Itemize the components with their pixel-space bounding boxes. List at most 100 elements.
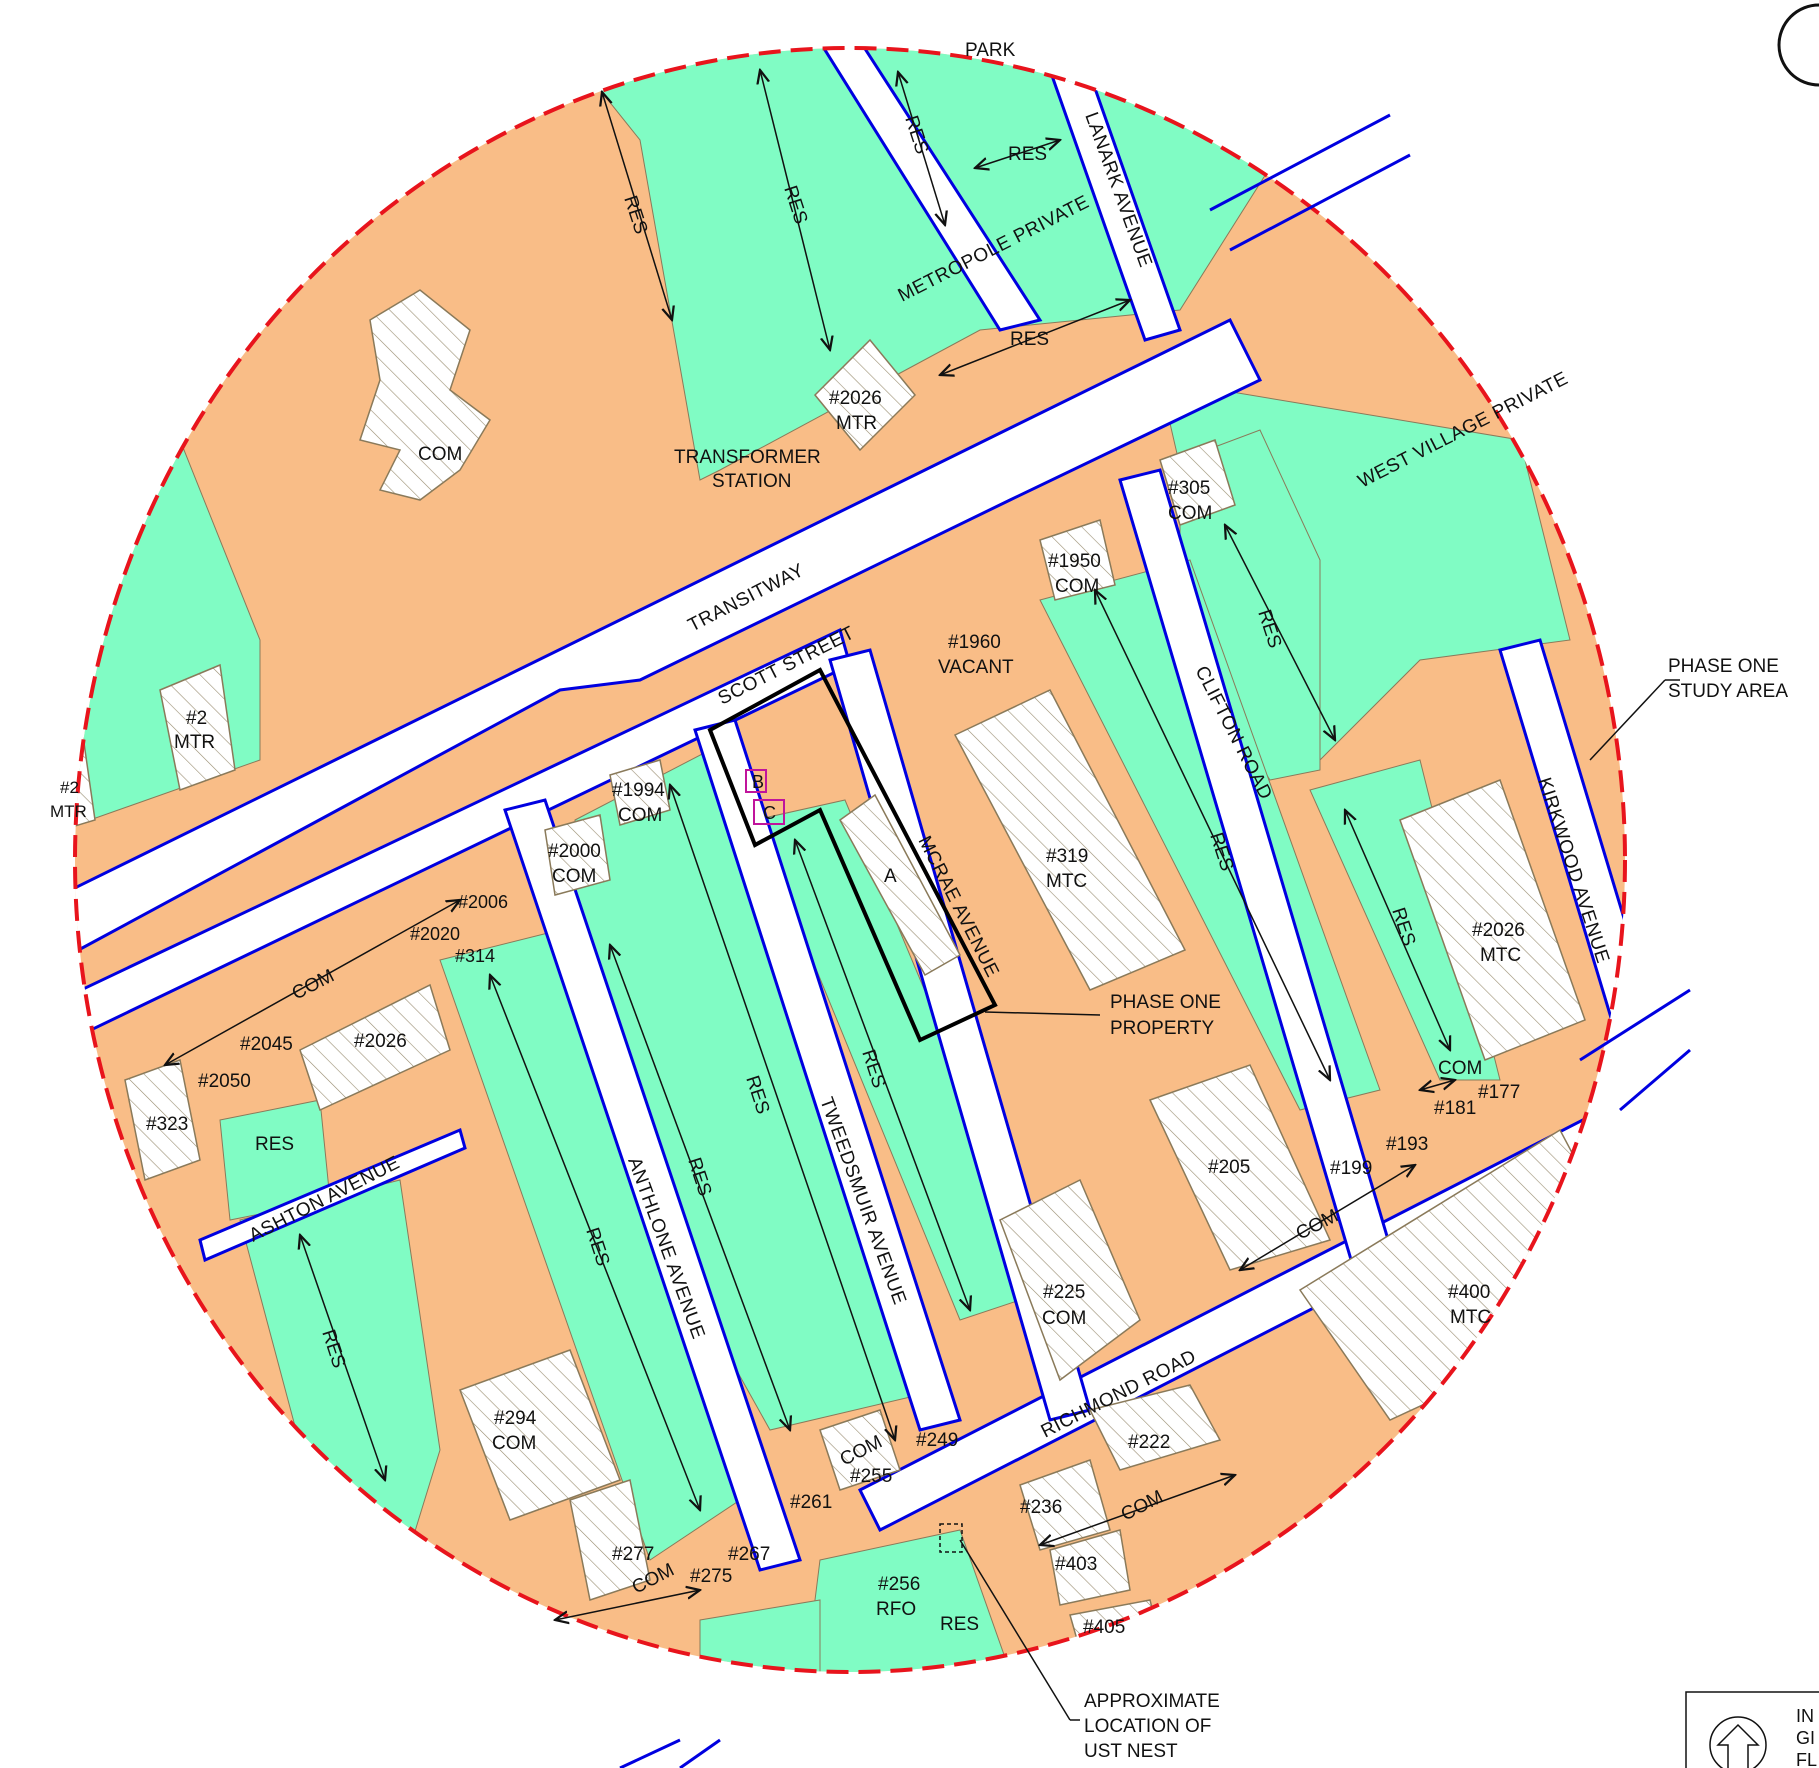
res-label: RES xyxy=(255,1134,294,1155)
address-267: #267 xyxy=(728,1544,770,1565)
address-1994: #1994 xyxy=(612,780,665,801)
station-label: STATION xyxy=(712,471,792,492)
address-222: #222 xyxy=(1128,1432,1170,1453)
apec-b-label: B xyxy=(752,772,764,792)
com-label: COM xyxy=(492,1433,536,1454)
legend-text: IN xyxy=(1796,1706,1814,1726)
ust-leader xyxy=(959,1539,1071,1721)
building-305 xyxy=(1159,439,1236,526)
address-277: #277 xyxy=(612,1544,654,1565)
address-1960: #1960 xyxy=(948,632,1001,653)
address-177: #177 xyxy=(1478,1082,1520,1103)
res-label: RES xyxy=(1010,329,1049,350)
com-label: COM xyxy=(1055,576,1099,597)
address-403: #403 xyxy=(1055,1554,1097,1575)
address-2006: #2006 xyxy=(458,892,508,912)
legend-box: IN GI FL xyxy=(1685,1691,1819,1768)
building-1950 xyxy=(1039,519,1116,601)
address-2-west: #2 xyxy=(60,778,79,797)
com-label: COM xyxy=(1168,503,1212,524)
address-199: #199 xyxy=(1330,1158,1372,1179)
up-arrow-icon xyxy=(1709,1716,1767,1768)
com-label: COM xyxy=(1042,1308,1086,1329)
address-2: #2 xyxy=(186,708,207,729)
mtr-label: MTR xyxy=(174,732,215,753)
address-319: #319 xyxy=(1046,846,1088,867)
com-label: COM xyxy=(552,866,596,887)
com-label: COM xyxy=(618,805,662,826)
address-275: #275 xyxy=(690,1566,732,1587)
mtc-label: MTC xyxy=(1480,945,1521,966)
apec-c-label: C xyxy=(763,803,776,823)
legend-text: GI xyxy=(1796,1728,1815,1748)
building-2026-mtr xyxy=(813,338,917,452)
ust-note: LOCATION OF xyxy=(1084,1716,1211,1737)
address-2026-mtc: #2026 xyxy=(1472,920,1525,941)
address-294: #294 xyxy=(494,1408,537,1429)
mtr-label: MTR xyxy=(836,413,877,434)
address-193: #193 xyxy=(1386,1134,1428,1155)
kirkwood-road xyxy=(1498,638,1625,1182)
address-2026: #2026 xyxy=(829,388,882,409)
legend-text: FL xyxy=(1796,1750,1817,1768)
property-leader xyxy=(984,1011,1101,1016)
address-261: #261 xyxy=(790,1492,832,1513)
address-405: #405 xyxy=(1083,1617,1125,1638)
address-314: #314 xyxy=(455,946,495,966)
address-2050: #2050 xyxy=(198,1071,251,1092)
address-305: #305 xyxy=(1168,478,1210,499)
address-2026-west: #2026 xyxy=(354,1031,407,1052)
building-2-mtr-a xyxy=(159,663,236,792)
study-area-note: PHASE ONE xyxy=(1668,656,1779,677)
address-255: #255 xyxy=(850,1466,892,1487)
callout-notes: PHASE ONE STUDY AREA PHASE ONE PROPERTY … xyxy=(1084,656,1788,1762)
leader-lines xyxy=(939,679,1680,1721)
building-com-large xyxy=(359,289,491,501)
address-400: #400 xyxy=(1448,1282,1490,1303)
mtr-label-west: MTR xyxy=(50,802,87,821)
res-label: RES xyxy=(1008,144,1047,165)
mtc-label: MTC xyxy=(1450,1307,1491,1328)
address-323: #323 xyxy=(146,1114,188,1135)
property-note: PHASE ONE xyxy=(1110,992,1221,1013)
address-249: #249 xyxy=(916,1430,958,1451)
address-181: #181 xyxy=(1434,1098,1476,1119)
ust-nest-marker xyxy=(939,1523,963,1553)
north-arrow-icon xyxy=(1777,3,1819,87)
transformer-label: TRANSFORMER xyxy=(674,447,821,468)
res-arrows xyxy=(165,70,1455,1620)
building-225 xyxy=(999,1178,1141,1382)
address-2020: #2020 xyxy=(410,924,460,944)
mtc-label: MTC xyxy=(1046,871,1087,892)
address-2045: #2045 xyxy=(240,1034,293,1055)
transitway-road xyxy=(75,317,1263,963)
study-area-leader xyxy=(1589,679,1666,761)
address-225: #225 xyxy=(1043,1282,1085,1303)
address-2000: #2000 xyxy=(548,841,601,862)
apec-a-label: A xyxy=(884,866,897,887)
study-area-note: STUDY AREA xyxy=(1668,681,1788,702)
building-222 xyxy=(1088,1384,1222,1471)
com-label: COM xyxy=(1438,1058,1482,1079)
res-zone-south-tip xyxy=(699,1599,821,1672)
road-extensions xyxy=(619,113,1691,1768)
address-1950: #1950 xyxy=(1048,551,1101,572)
vacant-label: VACANT xyxy=(938,657,1014,678)
address-256: #256 xyxy=(878,1574,920,1595)
res-label: RES xyxy=(940,1614,979,1635)
property-note: PROPERTY xyxy=(1110,1018,1215,1039)
address-205: #205 xyxy=(1208,1157,1250,1178)
ust-note: UST NEST xyxy=(1084,1741,1178,1762)
phase-one-study-area-boundary xyxy=(73,46,1627,1674)
address-236: #236 xyxy=(1020,1497,1062,1518)
com-label: COM xyxy=(418,444,462,465)
land-use-labels: PARK RES RES RES RES RES COM TRANSFORMER… xyxy=(50,40,1525,1638)
building-2000 xyxy=(544,814,611,896)
building-323 xyxy=(124,1058,201,1182)
ust-note: APPROXIMATE xyxy=(1084,1691,1220,1712)
rfo-label: RFO xyxy=(876,1599,916,1620)
park-label: PARK xyxy=(965,40,1016,61)
ashton-road xyxy=(198,1127,467,1263)
